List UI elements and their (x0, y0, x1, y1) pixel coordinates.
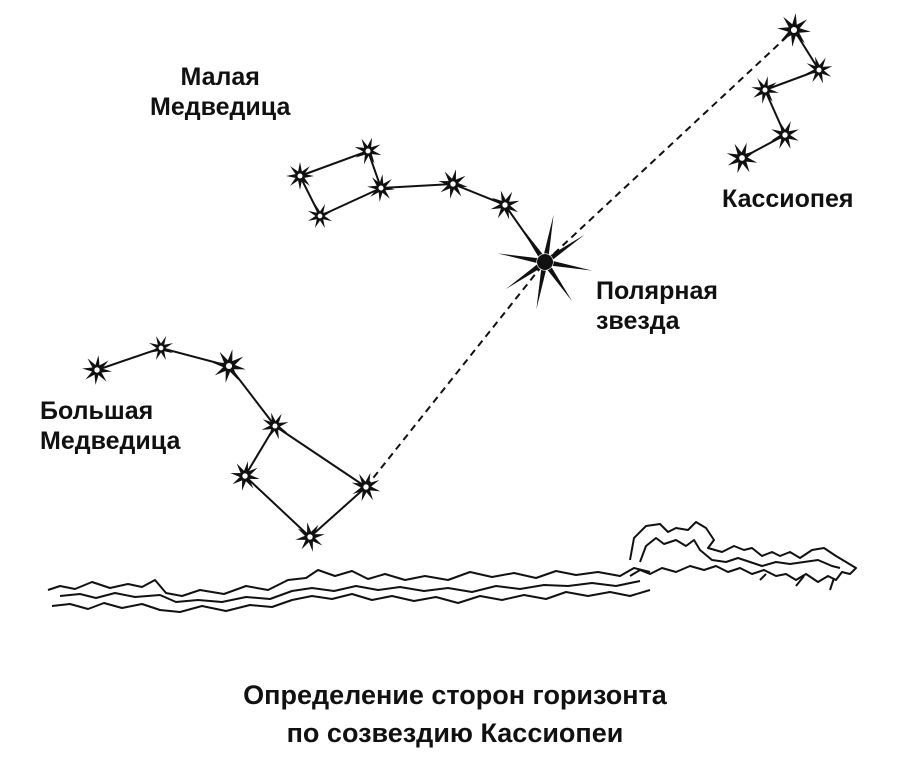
ursa-minor-star-center (450, 181, 455, 186)
polaris-label-line-2: звезда (596, 306, 718, 336)
ursa-minor-star-center (378, 185, 383, 190)
polaris-label: Полярная звезда (596, 276, 718, 336)
horizon-ground-path-lower (52, 590, 650, 612)
horizon-ground-path (48, 568, 650, 596)
ursa-minor-handle-lines (381, 184, 545, 262)
cassiopeia-label-text: Кассиопея (722, 184, 854, 214)
cassiopeia-label: Кассиопея (722, 184, 854, 214)
ursa-minor-star-center (297, 173, 302, 178)
ursa-major-star-center (159, 346, 164, 351)
cassiopeia-star-center (782, 132, 787, 137)
ursa-minor-label-line-1: Малая (150, 62, 290, 92)
cassiopeia-star-center (816, 67, 821, 72)
pointer-dashed-lines (366, 30, 794, 487)
ursa-minor-star-center (502, 202, 507, 207)
horizon-trees-path (630, 522, 856, 582)
horizon-trees-detail-path (760, 574, 834, 590)
ursa-major-star-center (307, 534, 312, 539)
caption-line-1: Определение сторон горизонта (0, 676, 910, 714)
ursa-minor-star-center (365, 148, 370, 153)
polaris-label-line-1: Полярная (596, 276, 718, 306)
ursa-minor-star-center (318, 214, 323, 219)
diagram-caption: Определение сторон горизонта по созвезди… (0, 676, 910, 752)
ursa-major-to-polaris-dashed-line (366, 262, 545, 487)
ursa-minor-label: Малая Медведица (150, 62, 290, 122)
polaris-to-cassiopeia-dashed-line (545, 30, 794, 262)
ursa-major-star-center (242, 473, 247, 478)
ursa-major-label-line-1: Большая (40, 396, 180, 426)
ursa-major-star-center (363, 484, 368, 489)
horizon-line (48, 522, 856, 612)
ursa-major-label-line-2: Медведица (40, 426, 180, 456)
ursa-major-star-center (272, 423, 277, 428)
cassiopeia-star-center (762, 87, 767, 92)
ursa-major-label: Большая Медведица (40, 396, 180, 456)
ursa-major-star-center (94, 367, 99, 372)
ursa-major-star-center (226, 363, 232, 369)
caption-line-2: по созвездию Кассиопеи (0, 714, 910, 752)
cassiopeia-star-center (791, 27, 797, 33)
ursa-major-bowl-lines (245, 426, 366, 537)
cassiopeia-star-center (739, 155, 745, 161)
polaris-core (537, 254, 553, 270)
ursa-minor-label-line-2: Медведица (150, 92, 290, 122)
horizon-trees-inner-path (640, 538, 840, 568)
ursa-minor-lines (300, 151, 381, 216)
